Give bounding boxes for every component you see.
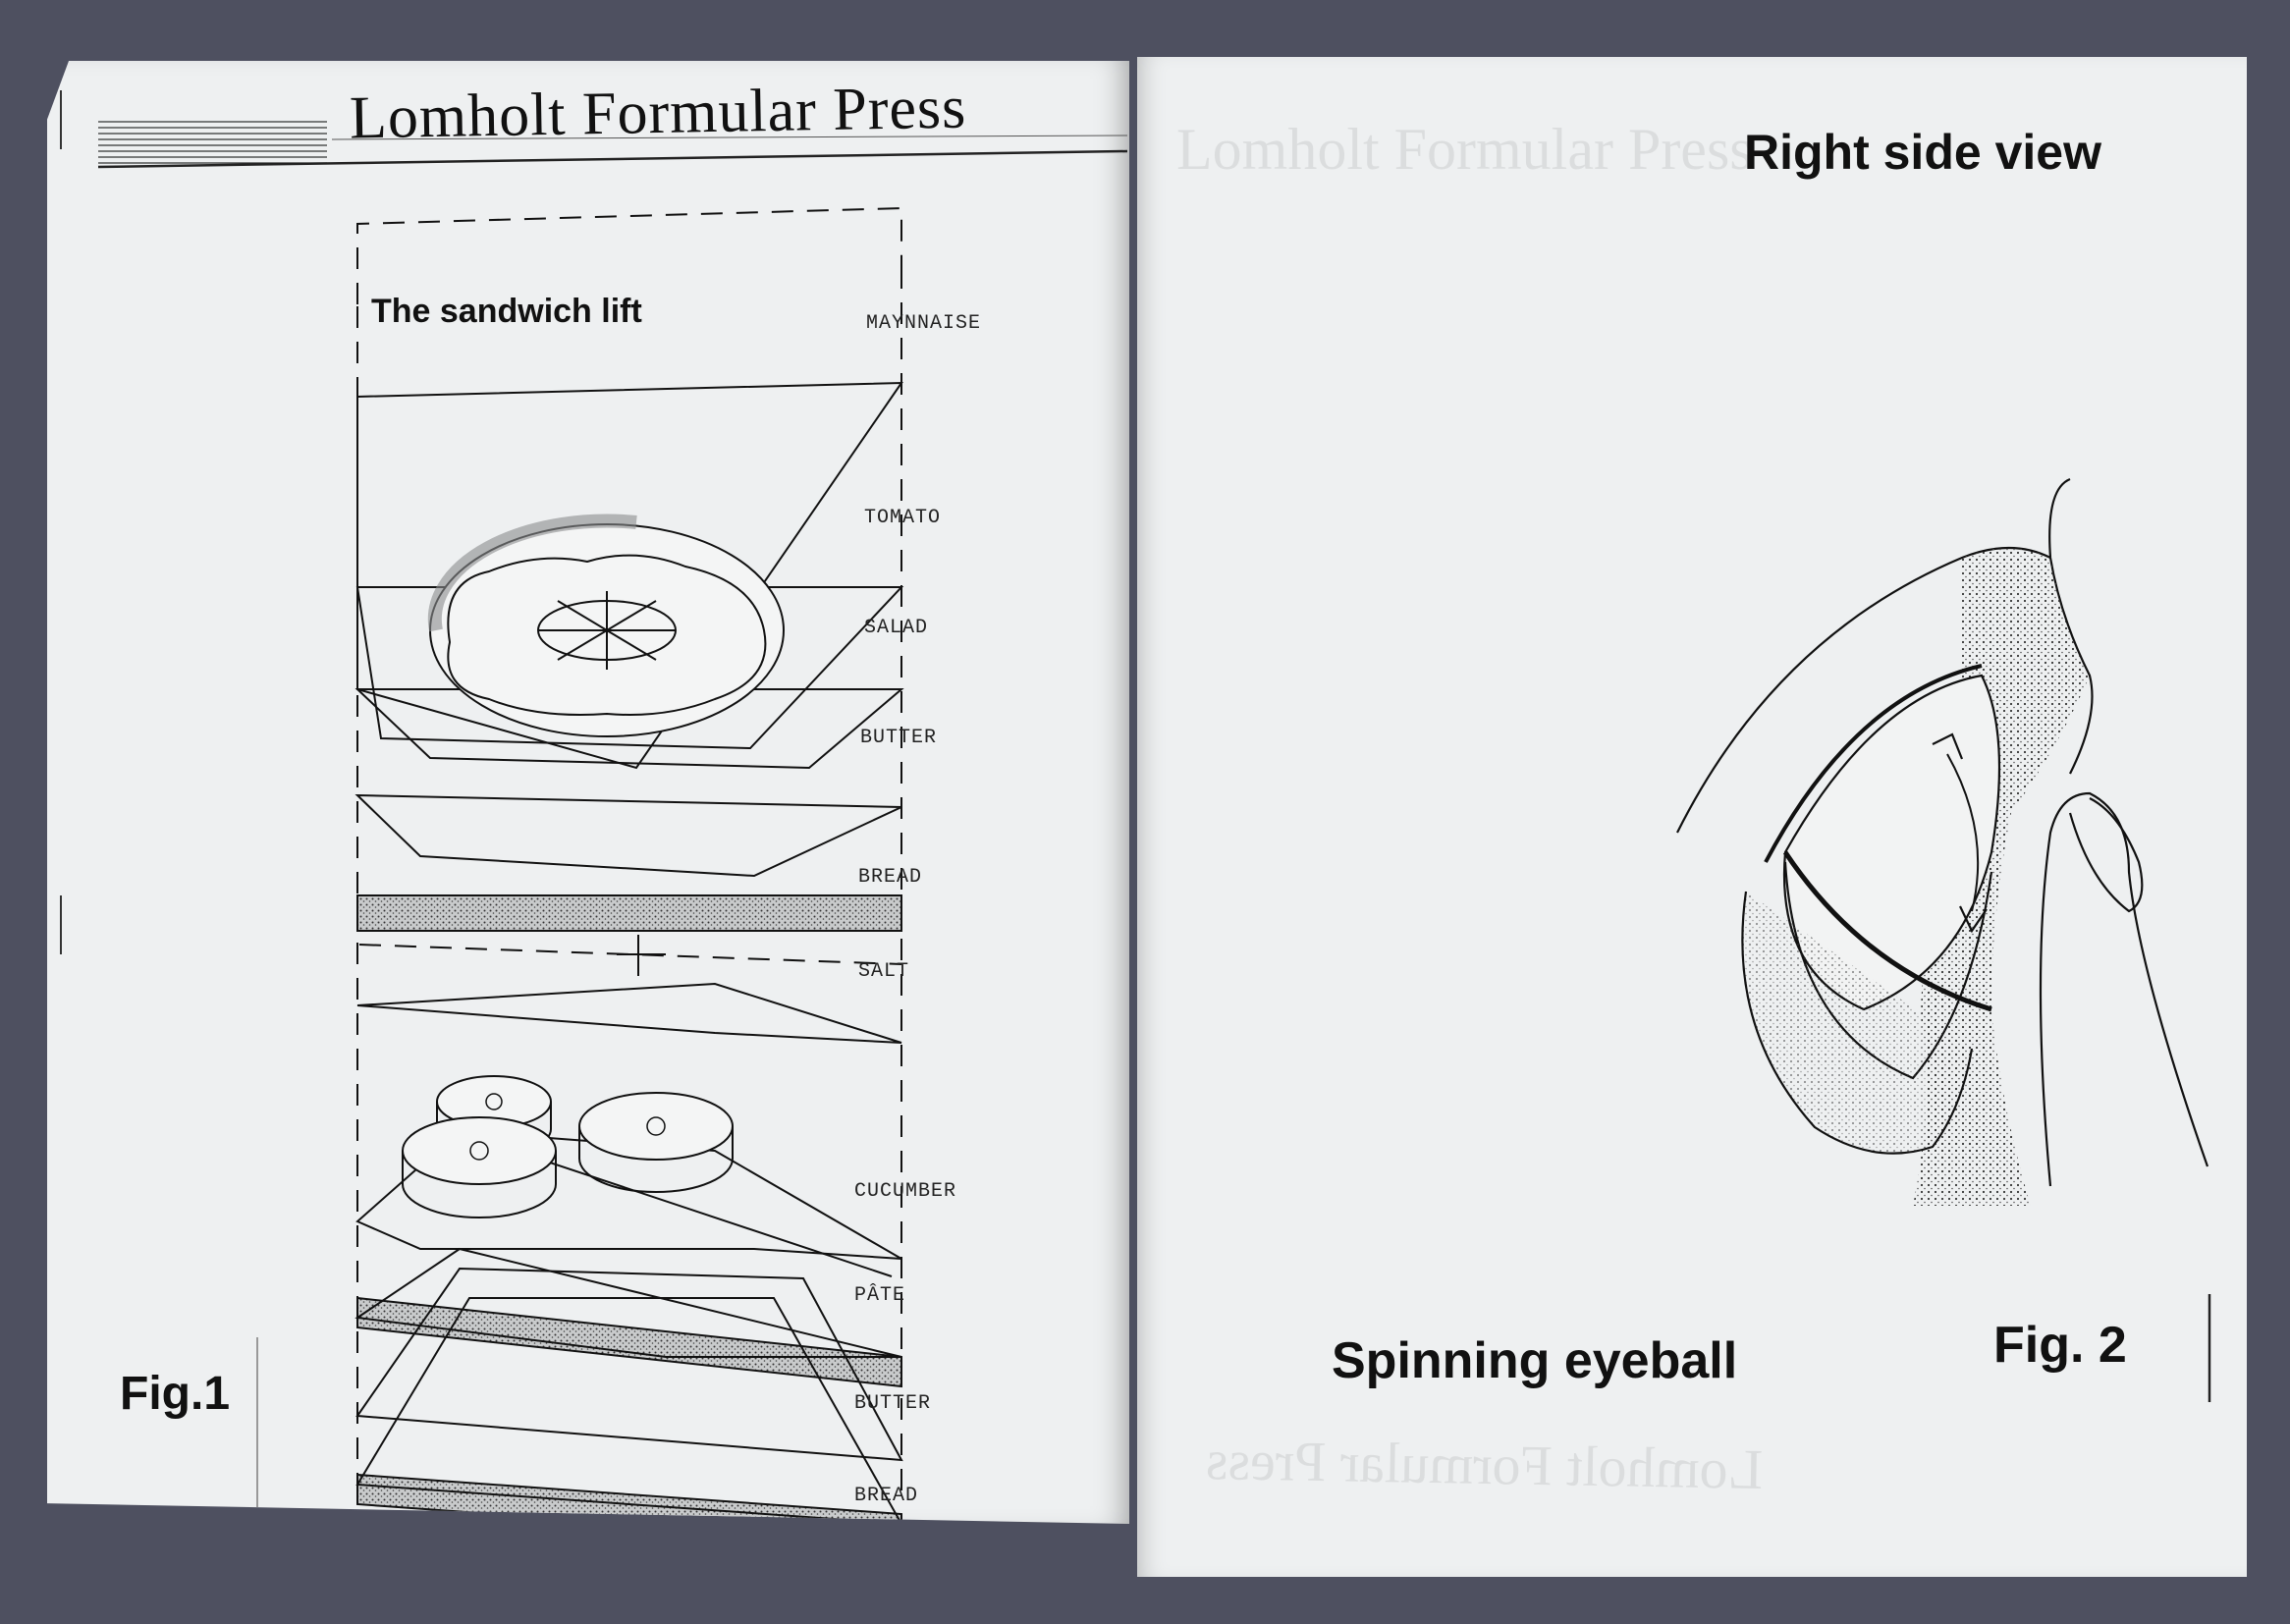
layer-label: CUCUMBER (854, 1180, 957, 1203)
figure-caption: Spinning eyeball (1332, 1332, 1738, 1389)
layer-label: BUTTER (854, 1392, 932, 1415)
figure-label: Fig. 2 (1993, 1317, 2127, 1374)
layer-label: BREAD (858, 866, 923, 889)
layer-label: BREAD (854, 1485, 919, 1507)
header-title: Lomholt Formular Press (349, 74, 967, 152)
sandwich-lift-diagram (354, 206, 904, 1524)
layer-label: SALAD (864, 617, 929, 639)
layer-label: TOMATO (864, 507, 942, 529)
layer-label: SALT (858, 960, 910, 983)
page-title: Right side view (1744, 125, 2101, 180)
show-through-header: Lomholt Formular Press (1176, 117, 1753, 182)
right-page: Lomholt Formular Press Right side view (1137, 57, 2247, 1577)
layer-label: MAYNNAISE (866, 312, 982, 335)
header-rule (97, 121, 1128, 169)
fig-rule (2208, 1294, 2211, 1402)
layer-label: PÂTE (854, 1284, 906, 1307)
spinning-eyeball-illustration (1676, 477, 2209, 1206)
figure-label: Fig.1 (120, 1368, 231, 1420)
layer-label: BUTTER (860, 727, 938, 749)
left-page: Lomholt Formular Press (47, 61, 1129, 1524)
margin-marks (60, 90, 62, 954)
fig-rule (256, 1337, 258, 1524)
show-through-footer: Lomholt Formular Press (1205, 1428, 1764, 1501)
diagram-title: The sandwich lift (371, 293, 642, 330)
